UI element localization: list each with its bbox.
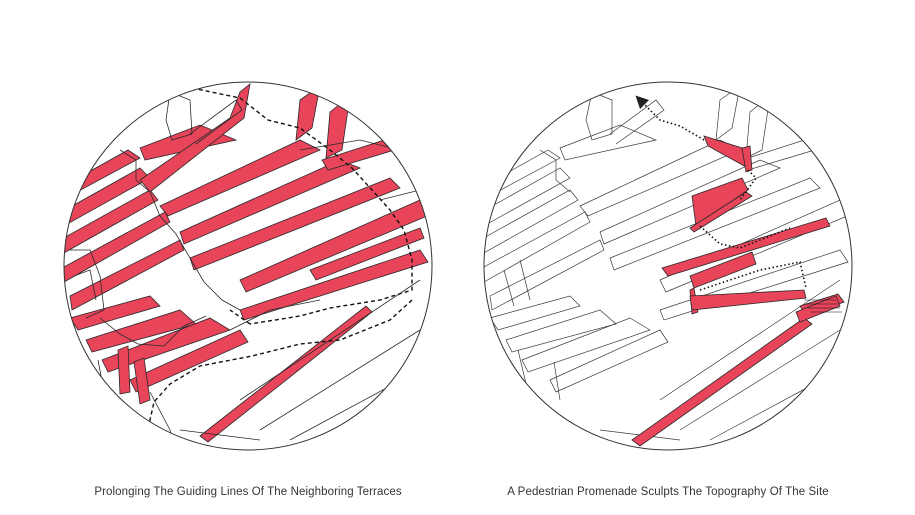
caption-right: A Pedestrian Promenade Sculpts The Topog… — [507, 486, 829, 498]
terraces-diagram-left — [58, 82, 432, 450]
promenade-diagram-right — [478, 82, 852, 450]
caption-left: Prolonging The Guiding Lines Of The Neig… — [94, 486, 401, 498]
terrace-guiding-lines — [58, 84, 432, 442]
pedestrian-promenade — [632, 136, 844, 446]
